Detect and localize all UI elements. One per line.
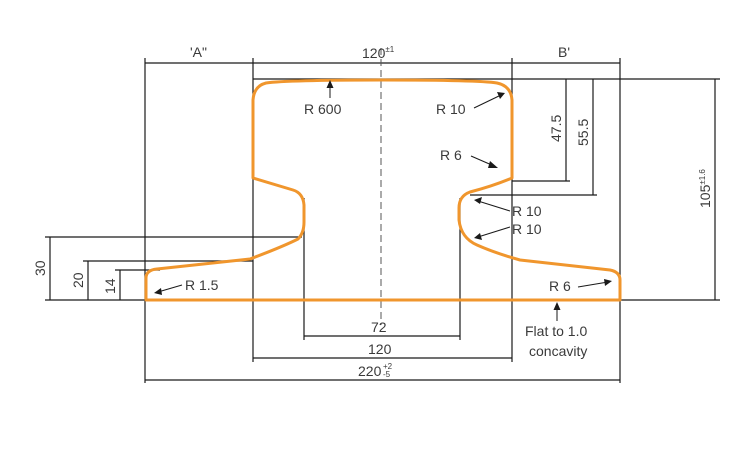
r10-top-leader (473, 94, 502, 109)
left-14-label: 14 (102, 278, 118, 294)
r10-a-label: R 10 (512, 203, 542, 219)
r10-a-leader (477, 200, 511, 212)
total-220-tol-top: +2 (383, 362, 393, 371)
rail-profile-outline (144, 78, 622, 302)
base-120-label: 120 (368, 341, 392, 357)
total-220-tol-bottom: -5 (383, 370, 391, 379)
r10-top-label: R 10 (436, 101, 466, 117)
height-555-label: 55.5 (575, 119, 591, 146)
r6-side-label: R 6 (440, 147, 462, 163)
r10-top-arrowhead (497, 92, 505, 99)
leader-arrows (154, 80, 612, 321)
head-width-label: 120±1 (362, 45, 395, 61)
web-72-label: 72 (371, 319, 387, 335)
r15-arrowhead (154, 288, 162, 295)
dim-a-label: 'A" (190, 44, 207, 60)
flat-arrowhead (553, 302, 561, 310)
r600-label: R 600 (304, 101, 342, 117)
r6-foot-leader (577, 281, 609, 288)
labels: 'A" B' 120±1 R 600 R 10 R 6 R 10 R 10 R … (32, 44, 713, 379)
r10-a-arrowhead (474, 197, 482, 204)
r6-side-arrowhead (488, 161, 498, 168)
dim-b-label: B' (558, 44, 570, 60)
r10-b-label: R 10 (512, 221, 542, 237)
height-475-label: 47.5 (548, 115, 564, 142)
r15-leader (157, 284, 183, 293)
r10-b-leader (477, 226, 511, 238)
left-30-label: 30 (32, 260, 48, 276)
flat-note-line1: Flat to 1.0 (525, 323, 587, 339)
height-105-label: 105±1.6 (697, 169, 713, 208)
r6-foot-arrowhead (604, 279, 612, 286)
total-220-label: 220 (358, 363, 382, 379)
r15-label: R 1.5 (185, 277, 219, 293)
r6-foot-label: R 6 (549, 278, 571, 294)
r10-b-arrowhead (474, 233, 482, 240)
flat-note-line2: concavity (529, 343, 587, 359)
left-20-label: 20 (70, 272, 86, 288)
r600-arrowhead (326, 80, 334, 88)
